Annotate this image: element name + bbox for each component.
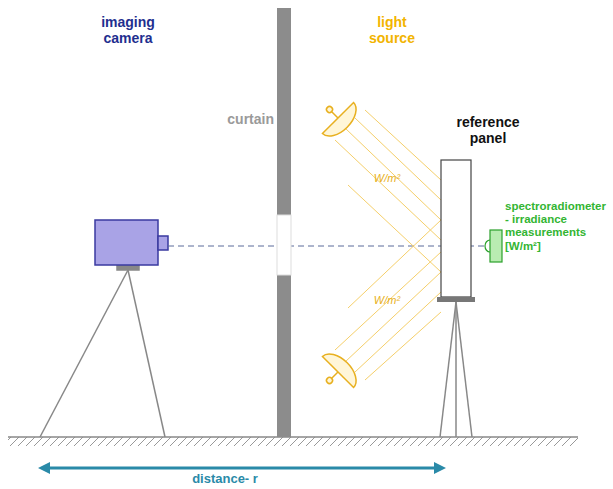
- spectroradiometer-label: spectroradiometer - irradiance measureme…: [505, 200, 609, 253]
- imaging-camera: [95, 220, 168, 265]
- light-source-label: light source: [360, 14, 424, 46]
- light-source-lamp: [312, 347, 363, 398]
- irradiance-label: W/m²: [362, 172, 412, 185]
- panel-label: reference panel: [448, 114, 528, 146]
- distance-label: distance- r: [180, 472, 270, 487]
- camera-label: imaging camera: [88, 14, 168, 46]
- spectroradiometer: [485, 230, 502, 262]
- curtain: [277, 8, 291, 437]
- panel-tripod: [440, 302, 472, 437]
- ground: [8, 437, 578, 446]
- camera-tripod: [40, 265, 165, 437]
- light-beams: [335, 110, 441, 380]
- irradiance-label: W/m²: [362, 294, 412, 307]
- light-source-lamp: [312, 92, 363, 143]
- distance-arrow: [44, 467, 440, 470]
- reference-panel: [437, 160, 475, 302]
- curtain-label: curtain: [214, 111, 274, 127]
